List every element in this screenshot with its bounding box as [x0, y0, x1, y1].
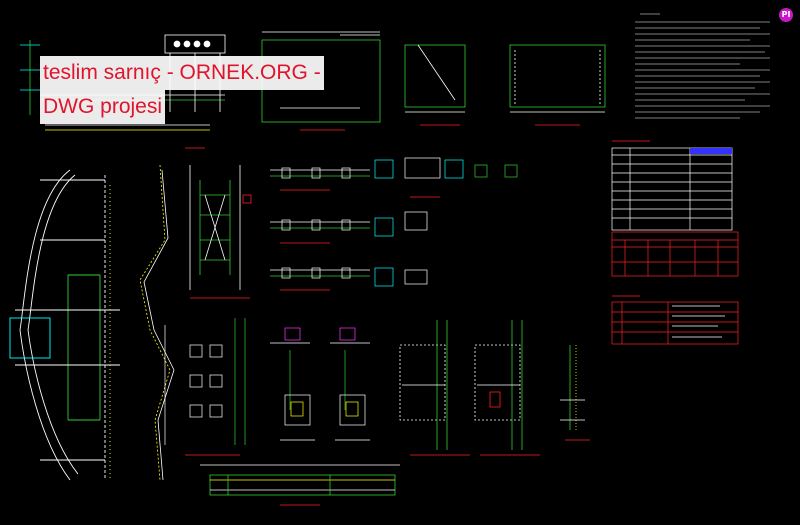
legend-table	[611, 140, 733, 231]
references-table	[611, 295, 739, 345]
ladder-column	[560, 345, 590, 441]
top-small-frame-1	[404, 44, 466, 126]
elevation-panels	[399, 320, 540, 456]
general-notes-block	[635, 13, 770, 119]
title-badge-icon: PI	[779, 8, 793, 22]
beam-detail-strips	[270, 157, 518, 291]
section-frame-aa	[185, 147, 252, 299]
bottom-beam-elevation	[200, 464, 400, 506]
schedule-table	[611, 231, 739, 277]
left-tank-elevation	[9, 169, 120, 481]
base-plate-grid	[164, 318, 246, 456]
anchor-details	[270, 327, 370, 441]
slope-section-line	[139, 164, 175, 481]
top-small-frame-2	[509, 44, 606, 126]
